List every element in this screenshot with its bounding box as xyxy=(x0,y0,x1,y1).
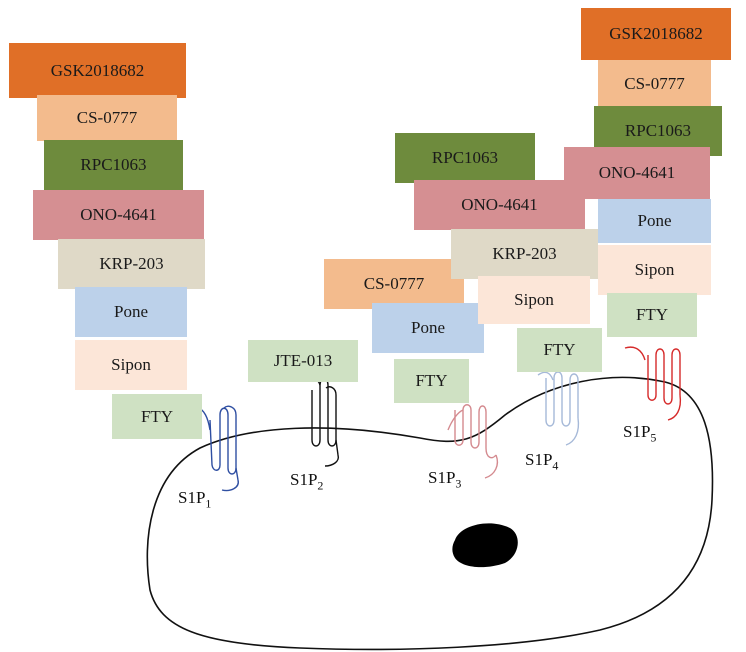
drug-box: FTY xyxy=(394,359,469,403)
drug-box: Sipon xyxy=(75,340,187,390)
drug-box: Sipon xyxy=(478,276,590,324)
receptor-label-s1p5: S1P5 xyxy=(623,422,657,445)
nucleus xyxy=(452,523,518,568)
drug-box: CS-0777 xyxy=(324,259,464,309)
s1p3-receptor xyxy=(447,404,499,479)
s1p4-receptor xyxy=(537,371,580,446)
s1p5-receptor xyxy=(624,346,682,421)
drug-box: ONO-4641 xyxy=(33,190,204,240)
drug-box: RPC1063 xyxy=(44,140,183,190)
receptor-label-s1p3: S1P3 xyxy=(428,468,462,491)
drug-box: FTY xyxy=(112,394,202,439)
drug-box: Pone xyxy=(75,287,187,337)
drug-box: GSK2018682 xyxy=(9,43,186,98)
drug-box: KRP-203 xyxy=(58,239,205,289)
drug-box: FTY xyxy=(607,293,697,337)
drug-box: KRP-203 xyxy=(451,229,598,279)
receptor-label-s1p2: S1P2 xyxy=(290,470,324,493)
drug-box: Pone xyxy=(372,303,484,353)
drug-box: FTY xyxy=(517,328,602,372)
receptor-label-s1p1: S1P1 xyxy=(178,488,212,511)
drug-box: Sipon xyxy=(598,245,711,295)
s1p2-receptor xyxy=(299,376,339,467)
cell-membrane xyxy=(146,376,714,651)
drug-box: ONO-4641 xyxy=(414,180,585,230)
drug-box: CS-0777 xyxy=(37,95,177,141)
drug-box: GSK2018682 xyxy=(581,8,731,60)
drug-box: JTE-013 xyxy=(248,340,358,382)
drug-box: Pone xyxy=(598,199,711,243)
drug-box: CS-0777 xyxy=(598,60,711,108)
drug-box: RPC1063 xyxy=(395,133,535,183)
receptor-label-s1p4: S1P4 xyxy=(525,450,559,473)
drug-box: ONO-4641 xyxy=(564,147,710,199)
